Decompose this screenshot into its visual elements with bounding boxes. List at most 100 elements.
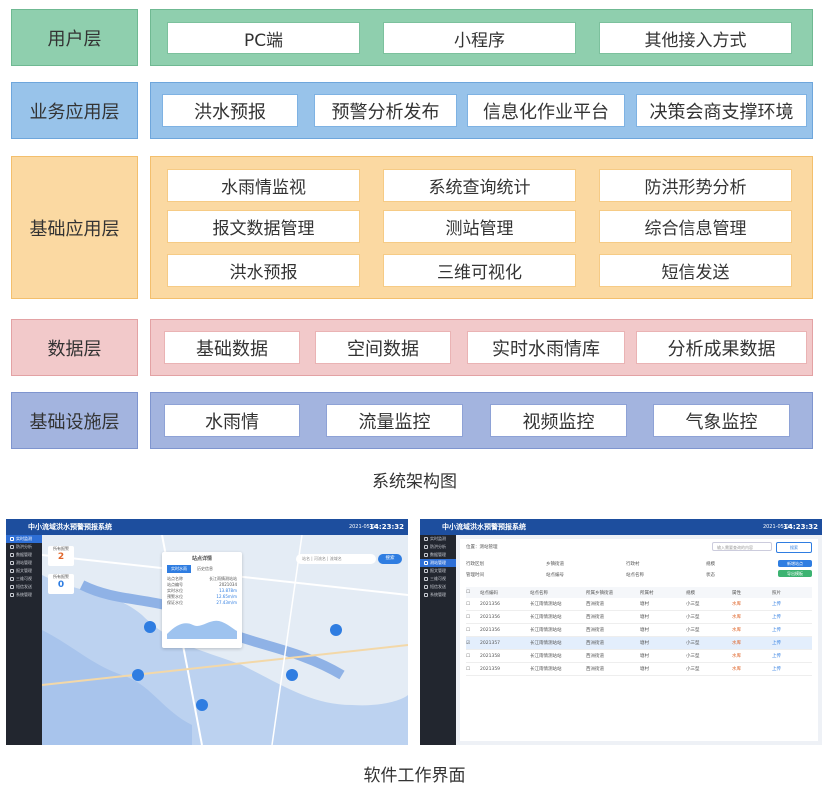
table-cell: 水库 xyxy=(732,615,741,620)
table-cell: 2021358 xyxy=(480,653,501,659)
popup-val: 27.43m/m xyxy=(216,600,237,605)
checkbox[interactable]: ☑ xyxy=(466,640,471,646)
menu-label: 短信发送 xyxy=(430,584,446,589)
search-button[interactable]: 搜索 xyxy=(776,542,812,553)
layer-item: 三维可视化 xyxy=(383,254,576,287)
checkbox[interactable]: ☐ xyxy=(466,601,471,607)
table-cell: 小三型 xyxy=(686,641,700,646)
table-cell: 2021356 xyxy=(480,601,501,607)
popup-tab[interactable]: 历史信息 xyxy=(197,566,213,571)
header-time: 14:23:32 xyxy=(783,523,818,531)
table-cell[interactable]: 上传 xyxy=(772,667,781,672)
menu-item[interactable]: 测站管理 xyxy=(6,559,42,567)
checkbox[interactable]: ☐ xyxy=(466,614,471,620)
column-header: 站点编码 xyxy=(480,590,498,596)
filter-label[interactable]: 站点编号 xyxy=(546,573,564,578)
breadcrumb: 位置：测站管理 xyxy=(466,545,498,550)
table-cell: 水库 xyxy=(732,641,741,646)
menu-item[interactable]: 数据管理 xyxy=(420,551,456,559)
checkbox[interactable]: ☐ xyxy=(466,653,471,659)
popup-key: 预警水位 xyxy=(167,594,183,599)
layer-item: 测站管理 xyxy=(383,210,576,243)
header-date: 2021-05-03 xyxy=(348,524,378,530)
menu-icon xyxy=(424,553,428,557)
table-cell[interactable]: 上传 xyxy=(772,654,781,659)
menu-label: 报文管理 xyxy=(16,568,32,573)
menu-item[interactable]: 实时监测 xyxy=(420,535,456,543)
menu-icon xyxy=(424,537,428,541)
table-cell: 长江雨情测站站 xyxy=(530,641,562,646)
popup-water-chart xyxy=(167,620,237,639)
header-time: 14:23:32 xyxy=(369,523,404,531)
alarm-card[interactable]: 所有报警 0 xyxy=(48,574,74,594)
menu-item[interactable]: 三维可视 xyxy=(420,575,456,583)
export-button[interactable]: 导出模板 xyxy=(778,570,812,577)
table-cell[interactable]: 上传 xyxy=(772,602,781,607)
menu-icon xyxy=(424,561,428,565)
alarm-card[interactable]: 所有报警 2 xyxy=(48,546,74,566)
menu-item[interactable]: 数据管理 xyxy=(6,551,42,559)
layer-body-infra: 水雨情 流量监控 视频监控 气象监控 xyxy=(150,392,813,449)
map-search-input[interactable]: 站名 | 河流名 | 流域名 xyxy=(296,554,376,564)
table-cell: 2021359 xyxy=(480,666,501,672)
layer-item: 空间数据 xyxy=(315,331,451,364)
architecture-caption: 系统架构图 xyxy=(372,472,457,492)
column-header: 照片 xyxy=(772,590,781,596)
filter-label[interactable]: 规模 xyxy=(706,562,715,567)
menu-item[interactable]: 测站管理 xyxy=(420,559,456,567)
filter-label[interactable]: 行政区划 xyxy=(466,562,484,567)
filter-label[interactable]: 管理时间 xyxy=(466,573,484,578)
layer-label-user: 用户层 xyxy=(11,9,138,66)
layer-item: 洪水预报 xyxy=(162,94,298,127)
menu-item[interactable]: 短信发送 xyxy=(6,583,42,591)
checkbox[interactable]: ☐ xyxy=(466,666,471,672)
app-title: 中小流域洪水预警预报系统 xyxy=(442,523,526,531)
menu-icon xyxy=(10,537,14,541)
menu-label: 实时监测 xyxy=(16,536,32,541)
menu-label: 报文管理 xyxy=(430,568,446,573)
menu-icon xyxy=(10,561,14,565)
popup-key: 保证水位 xyxy=(167,600,183,605)
menu-item[interactable]: 实时监测 xyxy=(6,535,42,543)
checkbox[interactable]: ☐ xyxy=(466,590,471,595)
content-panel: 位置：测站管理 输入需要查询的内容 搜索 行政区划 乡镇街道 行政村 规模 管理… xyxy=(460,539,818,741)
menu-item[interactable]: 报文管理 xyxy=(6,567,42,575)
menu-icon xyxy=(424,577,428,581)
table-header: ☐ 站点编码 站点名称 所属乡镇街道 所属村 规模 属性 照片 xyxy=(466,587,812,598)
menu-label: 三维可视 xyxy=(16,576,32,581)
column-header: 所属村 xyxy=(640,590,654,596)
table-cell: 塘村 xyxy=(640,654,649,659)
map-search-button[interactable]: 搜索 xyxy=(378,554,402,564)
filter-label[interactable]: 站点名称 xyxy=(626,573,644,578)
menu-item[interactable]: 三维可视 xyxy=(6,575,42,583)
table-cell[interactable]: 上传 xyxy=(772,641,781,646)
search-input[interactable]: 输入需要查询的内容 xyxy=(712,542,772,551)
layer-item: 短信发送 xyxy=(599,254,792,287)
menu-item[interactable]: 报文管理 xyxy=(420,567,456,575)
map-screen: 中小流域洪水预警预报系统 2021-05-03 14:23:32 实时监测 防洪… xyxy=(6,519,408,745)
filter-label[interactable]: 行政村 xyxy=(626,562,640,567)
table-cell: 水库 xyxy=(732,602,741,607)
popup-val: 13.878m xyxy=(219,588,237,593)
menu-item[interactable]: 系统管理 xyxy=(420,591,456,599)
checkbox[interactable]: ☐ xyxy=(466,627,471,633)
station-table: ☐ 站点编码 站点名称 所属乡镇街道 所属村 规模 属性 照片 ☐2021356… xyxy=(466,587,812,676)
menu-item[interactable]: 系统管理 xyxy=(6,591,42,599)
menu-item[interactable]: 短信发送 xyxy=(420,583,456,591)
add-station-button[interactable]: 新增站点 xyxy=(778,560,812,567)
menu-item[interactable]: 防洪分析 xyxy=(420,543,456,551)
table-cell[interactable]: 上传 xyxy=(772,628,781,633)
filter-label[interactable]: 状态 xyxy=(706,573,715,578)
filter-label[interactable]: 乡镇街道 xyxy=(546,562,564,567)
table-cell: 塘村 xyxy=(640,641,649,646)
table-cell[interactable]: 上传 xyxy=(772,615,781,620)
table-cell: 西洲街道 xyxy=(586,628,604,633)
popup-tab[interactable]: 实时水雨 xyxy=(167,565,191,573)
menu-item[interactable]: 防洪分析 xyxy=(6,543,42,551)
